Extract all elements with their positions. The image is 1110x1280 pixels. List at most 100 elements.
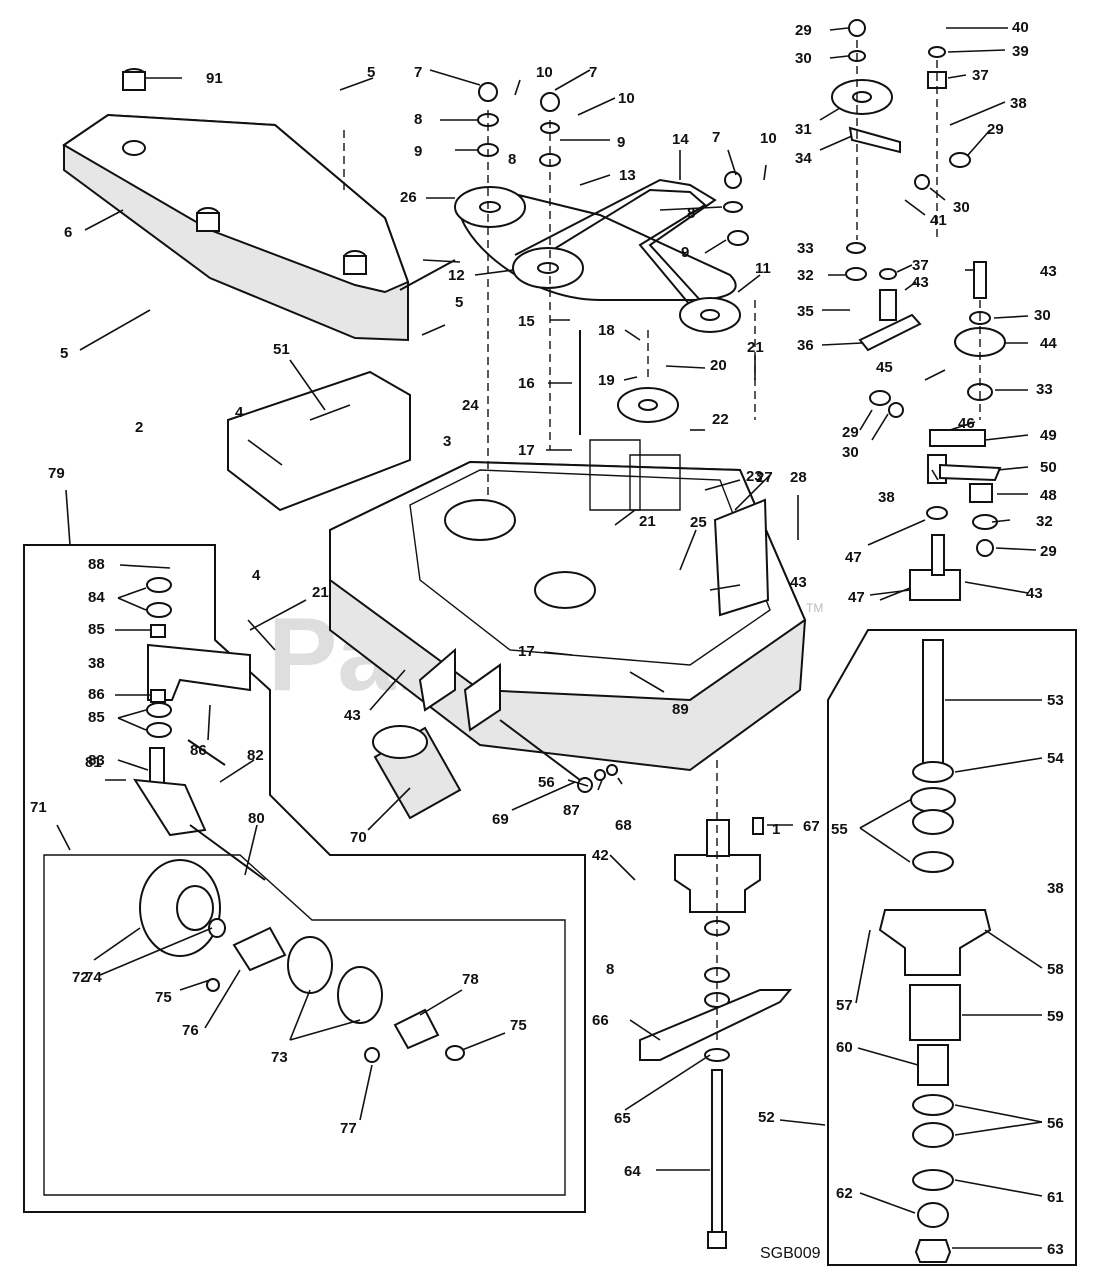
belt-drive xyxy=(454,178,741,423)
callout-4: 4 xyxy=(235,404,244,421)
callout-29: 29 xyxy=(1040,543,1057,560)
callout-67: 66 xyxy=(592,1012,609,1029)
callout-5: 5 xyxy=(455,294,463,311)
callout-33: 33 xyxy=(797,240,814,257)
callout-29: 29 xyxy=(842,424,859,441)
callout-39: 39 xyxy=(1012,43,1029,60)
callout-53: 52 xyxy=(758,1109,775,1126)
callout-23: 23 xyxy=(746,468,763,485)
callout-59: 58 xyxy=(1047,961,1064,978)
callout-40: 40 xyxy=(1012,19,1029,36)
callout-34: 34 xyxy=(795,150,812,167)
spindle-assembly-box xyxy=(827,629,1077,1266)
roller-and-pin xyxy=(372,719,618,820)
callout-14: 14 xyxy=(672,131,689,148)
callout-28: 28 xyxy=(790,469,807,486)
callout-35: 35 xyxy=(797,303,814,320)
callout-4: 4 xyxy=(252,567,261,584)
callout-33: 33 xyxy=(1036,381,1053,398)
callout-16: 16 xyxy=(518,375,535,392)
callout-27: 27 xyxy=(756,469,773,486)
callout-20: 20 xyxy=(710,357,727,374)
callout-75: 75 xyxy=(510,1017,527,1034)
callout-2: 2 xyxy=(135,419,143,436)
drawing-code: SGB009 xyxy=(760,1245,821,1262)
callout-8: 8 xyxy=(606,961,614,978)
callout-56: 56 xyxy=(1047,1115,1064,1132)
callout-21: 21 xyxy=(312,584,329,601)
callout-6: 6 xyxy=(64,224,72,241)
callout-58: 57 xyxy=(836,997,853,1014)
callout-7: 7 xyxy=(589,64,597,81)
callout-24: 24 xyxy=(462,397,479,414)
callout-43: 43 xyxy=(912,274,929,291)
callout-61: 60 xyxy=(836,1039,853,1056)
callout-10: 10 xyxy=(536,64,553,81)
callout-47: 46 xyxy=(958,415,975,432)
callout-88: 87 xyxy=(563,802,580,819)
watermark-trademark: TM xyxy=(806,601,823,615)
callout-8: 8 xyxy=(508,151,516,168)
callout-17: 17 xyxy=(518,442,535,459)
hardware-stacks xyxy=(477,19,1006,601)
callout-77: 76 xyxy=(182,1022,199,1039)
callout-21: 21 xyxy=(747,339,764,356)
callout-86: 85 xyxy=(88,621,105,638)
callout-57: 56 xyxy=(538,774,555,791)
callout-25: 25 xyxy=(690,514,707,531)
callout-66: 65 xyxy=(614,1110,631,1127)
callout-71: 70 xyxy=(350,829,367,846)
callout-85: 84 xyxy=(88,589,105,606)
callout-72: 71 xyxy=(30,799,47,816)
callout-54: 53 xyxy=(1047,692,1064,709)
callout-30: 30 xyxy=(1034,307,1051,324)
callout-49: 48 xyxy=(1040,487,1057,504)
callout-82: 81 xyxy=(85,754,102,771)
callout-87: 86 xyxy=(190,742,207,759)
callout-46: 45 xyxy=(876,359,893,376)
callout-10: 10 xyxy=(618,90,635,107)
callout-84: 83 xyxy=(88,752,105,769)
callout-leaders xyxy=(56,27,1043,1249)
callout-80: 79 xyxy=(48,465,65,482)
callout-9: 9 xyxy=(681,244,689,261)
callout-12: 12 xyxy=(448,267,465,284)
callout-76: 75 xyxy=(155,989,172,1006)
callout-73: 72 xyxy=(72,969,89,986)
callout-63: 62 xyxy=(836,1185,853,1202)
callout-30: 30 xyxy=(842,444,859,461)
gauge-wheel-assembly-box xyxy=(23,544,586,1213)
callout-43: 43 xyxy=(344,707,361,724)
deck-cover xyxy=(62,68,410,342)
callout-55: 54 xyxy=(1047,750,1064,767)
callout-47: 47 xyxy=(845,549,862,566)
callout-38: 38 xyxy=(878,489,895,506)
callout-38: 38 xyxy=(1010,95,1027,112)
callout-52: 51 xyxy=(273,341,290,358)
callout-7: 7 xyxy=(414,64,422,81)
callout-8: 8 xyxy=(687,205,695,222)
callout-13: 13 xyxy=(619,167,636,184)
callout-5: 5 xyxy=(60,345,68,362)
callout-32: 32 xyxy=(1036,513,1053,530)
callout-labels: 1 2 3 4 4 5 5 5 6 7 7 7 8 8 8 8 9 9 9 10… xyxy=(30,19,1064,1258)
callout-79: 78 xyxy=(462,971,479,988)
callout-85: 85 xyxy=(88,709,105,726)
callout-41: 41 xyxy=(930,212,947,229)
callout-1: 1 xyxy=(772,821,780,838)
callout-86: 86 xyxy=(88,686,105,703)
callout-36: 36 xyxy=(797,337,814,354)
callout-30: 30 xyxy=(795,50,812,67)
callout-60: 59 xyxy=(1047,1008,1064,1025)
callout-18: 18 xyxy=(598,322,615,339)
wheel-subassembly-box xyxy=(43,854,566,1196)
rod-24 xyxy=(399,259,456,291)
callout-89: 88 xyxy=(88,556,105,573)
callout-75: 74 xyxy=(85,969,102,986)
callout-43: 43 xyxy=(790,574,807,591)
callout-48: 47 xyxy=(848,589,865,606)
callout-94: 91 xyxy=(206,70,223,87)
callout-42: 42 xyxy=(592,847,609,864)
callout-37: 37 xyxy=(972,67,989,84)
callout-62: 61 xyxy=(1047,1189,1064,1206)
